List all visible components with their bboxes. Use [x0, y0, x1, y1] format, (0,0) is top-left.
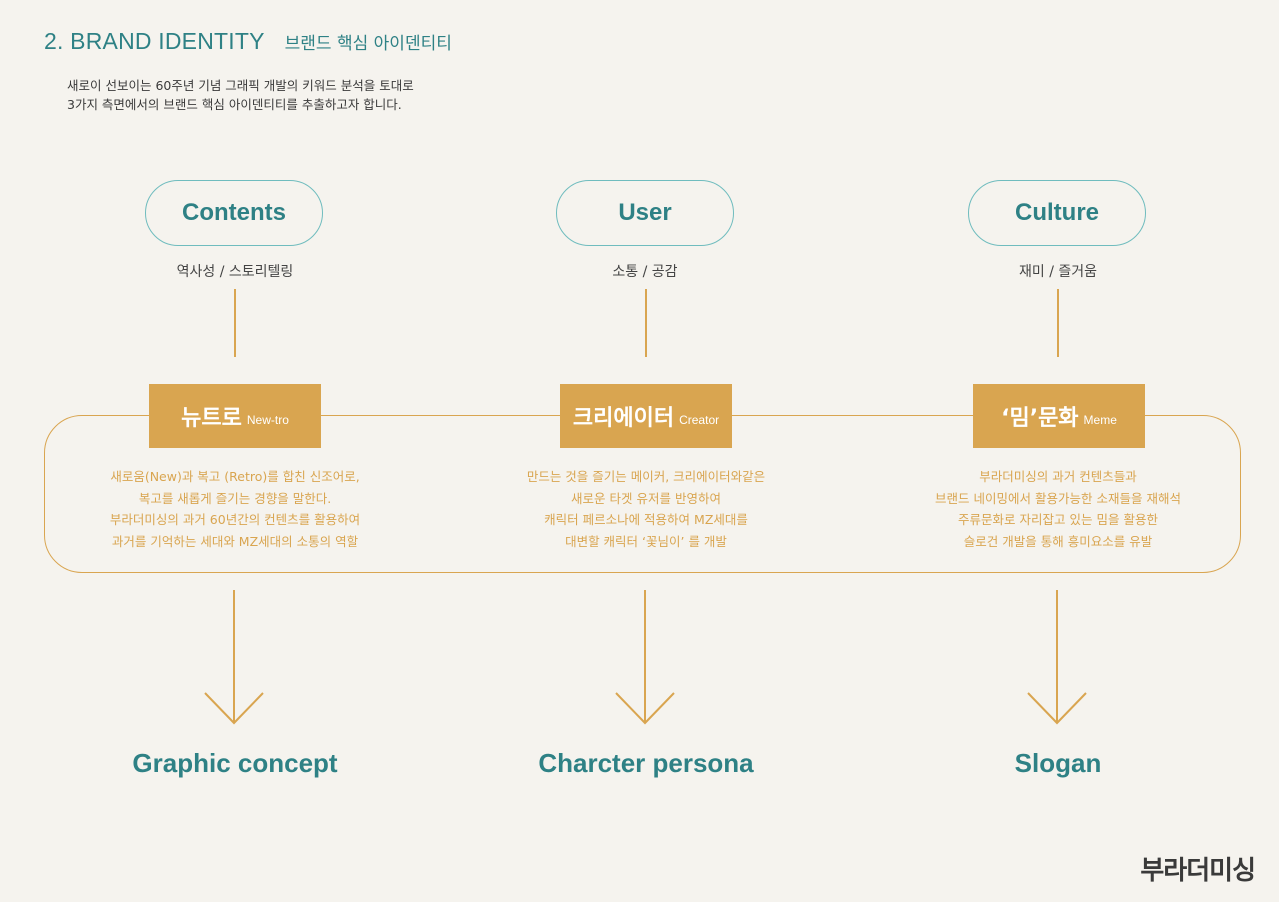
page-title: 2. BRAND IDENTITY 브랜드 핵심 아이덴티티: [44, 28, 452, 55]
arrow-line: [233, 590, 235, 722]
desc-line: 만드는 것을 즐기는 메이커, 크리에이터와같은: [526, 469, 766, 484]
connector-line: [1057, 289, 1059, 357]
desc-line: 캐릭터 페르소나에 적용하여 MZ세대를: [544, 512, 748, 527]
label-ko: 뉴트로: [181, 406, 242, 431]
result-character-persona: Charcter persona: [538, 748, 754, 778]
intro-text: 새로이 선보이는 60주년 기념 그래픽 개발의 키워드 분석을 토대로 3가지…: [67, 76, 414, 114]
description-newtro: 새로움(New)과 복고 (Retro)를 합친 신조어로, 복고를 새롭게 즐…: [75, 466, 395, 552]
desc-line: 대변할 캐릭터 ‘꽃님이’ 를 개발: [565, 533, 727, 549]
desc-line: 부라더미싱의 과거 60년간의 컨텐츠를 활용하여: [109, 512, 361, 527]
page-title-en: 2. BRAND IDENTITY: [44, 28, 265, 54]
desc-line: 주류문화로 자리잡고 있는 밈을 활용한: [958, 512, 1158, 527]
arrow-down-icon: [204, 692, 264, 725]
label-ko: 크리에이터: [572, 406, 675, 431]
arrow-line: [1056, 590, 1058, 722]
desc-line: 브랜드 네이밍에서 활용가능한 소재들을 재해석: [935, 490, 1181, 506]
description-meme: 부라더미싱의 과거 컨텐츠들과 브랜드 네이밍에서 활용가능한 소재들을 재해석…: [898, 466, 1218, 552]
arrow-down-icon: [615, 692, 675, 725]
result-graphic-concept: Graphic concept: [132, 748, 338, 778]
label-creator: 크리에이터 Creator: [560, 384, 732, 448]
pill-contents: Contents: [145, 180, 323, 246]
intro-line: 새로이 선보이는 60주년 기념 그래픽 개발의 키워드 분석을 토대로: [67, 78, 414, 93]
subtitle-user: 소통 / 공감: [612, 264, 678, 280]
connector-line: [234, 289, 236, 357]
arrow-down-icon: [1027, 692, 1087, 725]
label-en: Creator: [679, 413, 720, 427]
arrow-line: [644, 590, 646, 722]
description-creator: 만드는 것을 즐기는 메이커, 크리에이터와같은 새로운 타겟 유저를 반영하여…: [486, 466, 806, 552]
desc-line: 새로운 타겟 유저를 반영하여: [571, 490, 721, 506]
desc-line: 새로움(New)과 복고 (Retro)를 합친 신조어로,: [110, 469, 360, 484]
result-slogan: Slogan: [1014, 748, 1102, 778]
subtitle-culture: 재미 / 즐거움: [1018, 264, 1098, 280]
pill-user: User: [556, 180, 734, 246]
connector-line: [645, 289, 647, 357]
label-en: New-tro: [246, 413, 289, 427]
desc-line: 슬로건 개발을 통해 흥미요소를 유발: [963, 533, 1153, 549]
label-en: Meme: [1083, 413, 1117, 427]
brand-logo: 부라더미싱: [1140, 856, 1256, 886]
desc-line: 부라더미싱의 과거 컨텐츠들과: [979, 469, 1137, 484]
label-meme: ‘밈’문화 Meme: [973, 384, 1145, 448]
pill-culture: Culture: [968, 180, 1146, 246]
label-ko: ‘밈’문화: [1001, 406, 1079, 431]
subtitle-contents: 역사성 / 스토리텔링: [176, 264, 294, 280]
desc-line: 복고를 새롭게 즐기는 경향을 말한다.: [138, 490, 332, 506]
label-newtro: 뉴트로 New-tro: [149, 384, 321, 448]
page-title-ko: 브랜드 핵심 아이덴티티: [284, 34, 452, 54]
desc-line: 과거를 기억하는 세대와 MZ세대의 소통의 역할: [111, 533, 359, 549]
intro-line: 3가지 측면에서의 브랜드 핵심 아이덴티티를 추출하고자 합니다.: [67, 97, 402, 112]
